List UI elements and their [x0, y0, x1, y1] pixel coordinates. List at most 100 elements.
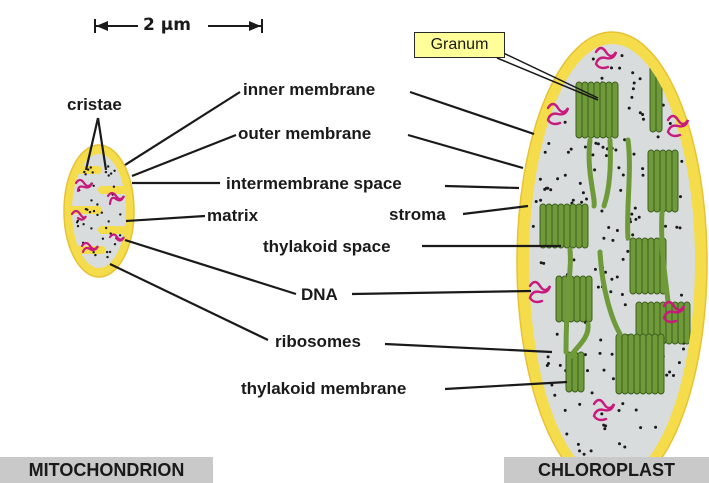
ribosome-dot [602, 368, 606, 372]
ribosome-dot [620, 293, 624, 296]
thylakoid-disc [633, 333, 641, 395]
ribosome-dot [92, 184, 95, 187]
label-thylakoid-membrane: thylakoid membrane [241, 379, 407, 398]
ribosome-dot [96, 203, 99, 206]
ribosome-dot [566, 150, 570, 154]
thylakoid-disc [659, 149, 667, 213]
ribosome-dot [108, 250, 112, 254]
mito-dna [70, 178, 126, 254]
label-stroma: stroma [389, 205, 446, 224]
ribosome-dot [623, 303, 627, 307]
ribosome-dot [106, 255, 109, 259]
stroma-lamella [625, 137, 632, 241]
label-intermembrane-space: intermembrane space [226, 174, 402, 193]
scale-bar-label: 2 μm [140, 17, 194, 34]
ribosome-dot [633, 206, 637, 210]
ribosome-dot [96, 213, 99, 217]
ribosome-dot [654, 425, 658, 429]
thylakoid-disc [545, 203, 553, 249]
ribosome-dot [109, 232, 112, 235]
ribosome-dot [619, 188, 623, 192]
leader-cristae-1 [84, 117, 100, 171]
ribosome-dot [582, 452, 586, 456]
leader-inner-membrane-left [124, 91, 241, 166]
ribosome-dot [534, 200, 538, 203]
ribosome-dot [569, 147, 573, 151]
ribosome-dot [637, 215, 641, 219]
ribosome-dot [634, 408, 638, 412]
stroma-lamella [659, 209, 671, 305]
ribosome-dot [668, 370, 672, 374]
ribosome-dot [672, 374, 675, 377]
ribosome-dot [106, 250, 109, 254]
ribosome-dot [572, 258, 576, 262]
ribosome-dot [593, 267, 597, 271]
ribosome-dot [107, 174, 110, 177]
ribosome-dot [92, 251, 95, 254]
ribosome-dot [604, 270, 607, 274]
ribosome-dot [83, 170, 86, 174]
thylakoid-disc [577, 351, 585, 393]
ribosome-dot [531, 224, 535, 228]
ribosome-dot [618, 66, 622, 70]
ribosome-dot [596, 142, 600, 146]
label-dna: DNA [301, 285, 338, 304]
ribosome-dot [543, 187, 547, 191]
thylakoid-disc [671, 149, 679, 213]
ribosome-dot [104, 170, 108, 174]
label-cristae: cristae [67, 95, 122, 114]
thylakoid-disc [653, 237, 661, 295]
ribosome-dot [555, 332, 559, 336]
ribosome-dot [84, 207, 88, 211]
ribosome-dot [591, 57, 595, 61]
ribosome-dot [641, 113, 645, 116]
thylakoid-disc [575, 203, 583, 249]
thylakoid-disc [615, 333, 623, 395]
leader-intermembrane-right [444, 184, 520, 190]
ribosome-dot [546, 186, 550, 190]
thylakoid-disc [557, 203, 565, 249]
ribosome-dot [576, 442, 580, 446]
thylakoid-disc [599, 81, 607, 139]
thylakoid-disc [647, 237, 655, 295]
leader-stroma [462, 204, 529, 216]
ribosome-dot [107, 220, 110, 223]
ribosome-dot [565, 432, 569, 436]
ribosome-dot [627, 106, 631, 110]
ribosome-dot [94, 253, 97, 257]
ribosome-dot [631, 233, 635, 237]
ribosome-dot [113, 169, 116, 172]
scale-bar [94, 19, 263, 33]
ribosome-dot [623, 445, 627, 449]
thylakoid-disc [551, 203, 559, 249]
ribosome-dot [550, 383, 554, 387]
ribosome-dot [630, 212, 634, 216]
ribosome-dot [89, 166, 92, 169]
label-inner-membrane: inner membrane [243, 80, 376, 99]
ribosome-dot [611, 377, 615, 381]
ribosome-dot [668, 122, 672, 125]
leader-granum-1 [496, 49, 599, 99]
leader-ribosomes-right [384, 342, 553, 354]
ribosome-dot [682, 347, 685, 351]
ribosome-dot [553, 393, 557, 397]
stroma-lamella [597, 249, 623, 337]
thylakoid-disc [621, 333, 629, 395]
ribosome-dot [591, 153, 595, 157]
ribosome-dot [543, 150, 547, 154]
ribosome-dot [621, 173, 625, 177]
ribosome-dot [675, 225, 679, 229]
label-matrix: matrix [207, 206, 259, 225]
ribosome-dot [634, 217, 638, 221]
ribosome-dot [549, 188, 553, 192]
ribosome-dot [100, 211, 104, 214]
ribosome-dot [614, 148, 618, 152]
ribosome-dot [638, 77, 642, 81]
ribosome-dot [603, 427, 607, 431]
ribosome-dot [91, 171, 94, 174]
stroma-lamella [601, 137, 613, 209]
ribosome-dot [84, 173, 87, 176]
ribosome-dot [630, 95, 634, 99]
ribosome-dot [607, 226, 611, 229]
